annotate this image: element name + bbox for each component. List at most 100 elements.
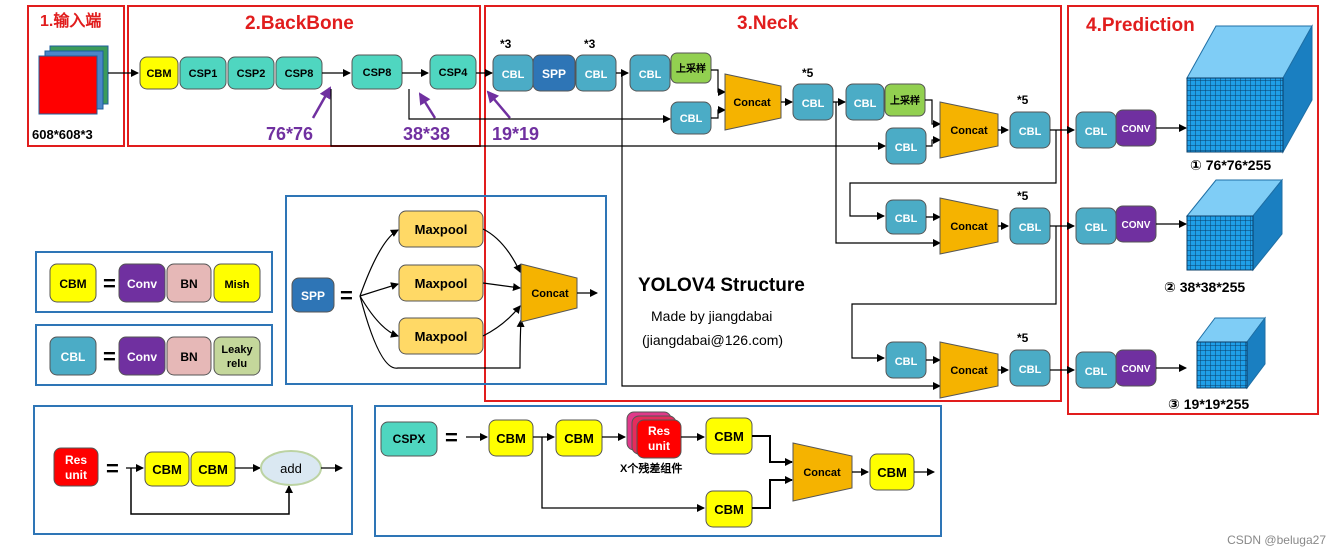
legend-cbl: CBL <box>49 336 97 376</box>
legend-spp-frame <box>285 195 607 385</box>
input-frame <box>27 5 125 147</box>
svg-text:CBL: CBL <box>61 350 86 364</box>
legend-cbm: CBM <box>49 263 97 303</box>
neck-concat-3: Concat <box>939 197 999 255</box>
svg-text:SPP: SPP <box>301 289 325 303</box>
pred-conv-3: CONV <box>1115 349 1157 387</box>
section-title-backbone: 2.BackBone <box>245 13 354 34</box>
neck-cbl-11: CBL <box>885 341 927 379</box>
pred-conv-1: CONV <box>1115 109 1157 147</box>
legend-res-unit: Res unit <box>53 447 99 487</box>
svg-text:Concat: Concat <box>531 288 569 300</box>
size-19: 19*19 <box>492 124 539 144</box>
neck-cbl-2: CBL <box>575 54 617 92</box>
svg-text:CBL: CBL <box>1085 222 1108 234</box>
legend-maxpool-2: Maxpool <box>398 264 484 302</box>
legend-cbl-conv: Conv <box>118 336 166 376</box>
svg-text:Concat: Concat <box>733 97 771 109</box>
size-38: 38*38 <box>403 124 450 144</box>
svg-text:CBL: CBL <box>502 69 525 81</box>
output-cube-19 <box>1196 316 1266 390</box>
legend-cspx-frame <box>374 405 942 537</box>
svg-text:CBM: CBM <box>877 465 907 480</box>
neck-spp: SPP <box>532 54 576 92</box>
neck-cbl-4: CBL <box>670 101 712 135</box>
legend-maxpool-1: Maxpool <box>398 210 484 248</box>
pred-conv-2: CONV <box>1115 205 1157 243</box>
legend-spp-concat: Concat <box>520 263 578 323</box>
legend-cbm-frame <box>35 251 273 313</box>
neck-cbl-8: CBL <box>1009 111 1051 149</box>
legend-cbm-conv: Conv <box>118 263 166 303</box>
legend-cspx-cbm-4: CBM <box>705 490 753 528</box>
svg-text:CSP8: CSP8 <box>285 68 314 80</box>
legend-cspx-x-res: X个残差组件 <box>620 461 682 475</box>
input-image-stack <box>38 45 109 115</box>
svg-text:CBL: CBL <box>1019 222 1042 234</box>
legend-spp: SPP <box>291 277 335 313</box>
backbone-cbm: CBM <box>139 56 179 90</box>
output-label-3: ③ 19*19*255 <box>1168 396 1249 412</box>
neck-concat-2: Concat <box>939 101 999 159</box>
author-email: (jiangdabai@126.com) <box>642 332 783 348</box>
neck-cbl-10: CBL <box>1009 207 1051 245</box>
svg-text:CONV: CONV <box>1122 220 1151 231</box>
legend-cbl-eq: = <box>103 344 116 369</box>
legend-cbl-leaky: Leaky relu <box>213 336 261 376</box>
pred-cbl-2: CBL <box>1075 207 1117 245</box>
output-label-2: ② 38*38*255 <box>1164 279 1245 295</box>
repeat-x5-d: *5 <box>1017 331 1029 345</box>
legend-cspx-cbm-3: CBM <box>705 417 753 455</box>
legend-res-cbm-1: CBM <box>144 451 190 487</box>
svg-text:CBL: CBL <box>895 142 918 154</box>
output-label-1: ① 76*76*255 <box>1190 157 1271 173</box>
svg-text:CSP1: CSP1 <box>189 68 218 80</box>
section-title-prediction: 4.Prediction <box>1086 15 1195 36</box>
repeat-x5-b: *5 <box>1017 93 1029 107</box>
backbone-csp8-a: CSP8 <box>275 56 323 90</box>
svg-text:Mish: Mish <box>224 279 249 291</box>
svg-text:unit: unit <box>648 439 670 453</box>
svg-text:CBM: CBM <box>564 431 594 446</box>
legend-cspx: CSPX <box>380 421 438 457</box>
legend-cspx-cbm-1: CBM <box>488 419 534 457</box>
svg-text:unit: unit <box>65 468 87 482</box>
neck-concat-4: Concat <box>939 341 999 399</box>
legend-cspx-res-stack: Res unit <box>626 411 682 459</box>
repeat-x3-a: *3 <box>500 37 512 51</box>
svg-text:CBM: CBM <box>152 462 182 477</box>
legend-cbm-bn: BN <box>166 263 212 303</box>
svg-text:relu: relu <box>227 358 247 370</box>
svg-text:BN: BN <box>180 277 197 291</box>
diagram-title: YOLOV4 Structure <box>638 275 805 296</box>
legend-cbl-frame <box>35 324 273 386</box>
svg-text:Maxpool: Maxpool <box>415 222 468 237</box>
neck-frame <box>484 5 1062 402</box>
legend-res-frame <box>33 405 353 535</box>
svg-text:Concat: Concat <box>950 221 988 233</box>
watermark: CSDN @beluga27 <box>1227 533 1326 547</box>
svg-text:CBL: CBL <box>639 69 662 81</box>
svg-text:CBL: CBL <box>1019 364 1042 376</box>
legend-cbm-eq: = <box>103 271 116 296</box>
svg-text:上采样: 上采样 <box>890 94 920 107</box>
legend-cbm-mish: Mish <box>213 263 261 303</box>
neck-cbl-5: CBL <box>792 83 834 121</box>
legend-cbl-bn: BN <box>166 336 212 376</box>
neck-cbl-12: CBL <box>1009 349 1051 387</box>
prediction-frame <box>1067 5 1319 415</box>
svg-text:CBM: CBM <box>198 462 228 477</box>
svg-text:CBL: CBL <box>1085 366 1108 378</box>
svg-text:CSPX: CSPX <box>393 432 426 446</box>
pred-cbl-1: CBL <box>1075 111 1117 149</box>
section-title-neck: 3.Neck <box>737 13 799 34</box>
legend-cspx-concat: Concat <box>792 442 853 502</box>
neck-cbl-3: CBL <box>629 54 671 92</box>
svg-text:CBL: CBL <box>895 356 918 368</box>
svg-text:CBL: CBL <box>854 98 877 110</box>
svg-text:Concat: Concat <box>803 467 841 479</box>
legend-spp-eq: = <box>340 283 353 308</box>
size-76: 76*76 <box>266 124 313 144</box>
backbone-csp1: CSP1 <box>179 56 227 90</box>
svg-text:CBM: CBM <box>496 431 526 446</box>
